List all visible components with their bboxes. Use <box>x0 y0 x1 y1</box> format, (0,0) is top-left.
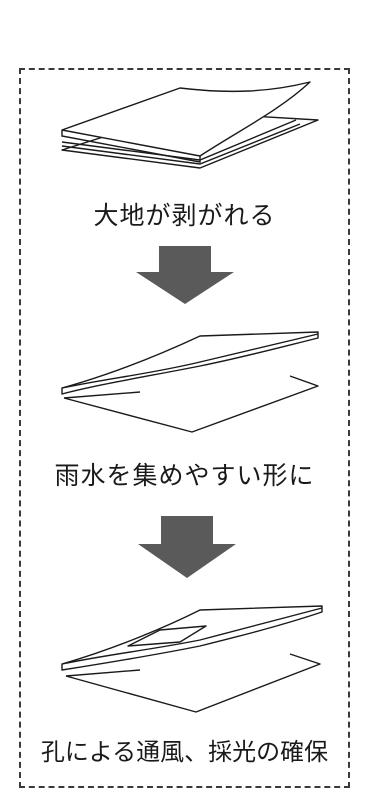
arrow-down-icon <box>136 246 234 304</box>
ground-sheet-3 <box>65 653 321 713</box>
peeling-sheet-1-thickness <box>61 130 201 163</box>
ground-sheet-2-edge <box>63 391 141 399</box>
ground-sheet-2 <box>63 375 319 433</box>
dashed-frame <box>19 68 350 788</box>
ground-sheet-3-edge <box>65 669 141 677</box>
step-2-caption: 雨水を集めやすい形に <box>54 461 315 490</box>
step-3-illustration <box>61 605 323 713</box>
layer-edge-1a <box>61 123 301 165</box>
step-2-illustration <box>61 331 319 433</box>
peeling-sheet-1 <box>61 81 311 157</box>
lifted-sheet-2-underside <box>61 333 319 389</box>
lifted-sheet-3-underside <box>61 607 323 665</box>
lifted-sheet-2 <box>61 331 319 395</box>
arrow-down-icon <box>138 516 236 578</box>
step-1-caption: 大地が剥がれる <box>93 201 276 230</box>
opening-hole <box>127 625 207 647</box>
step-3-caption: 孔による通風、採光の確保 <box>40 738 329 766</box>
step-1-illustration <box>61 81 319 169</box>
lifted-sheet-3 <box>61 605 323 671</box>
